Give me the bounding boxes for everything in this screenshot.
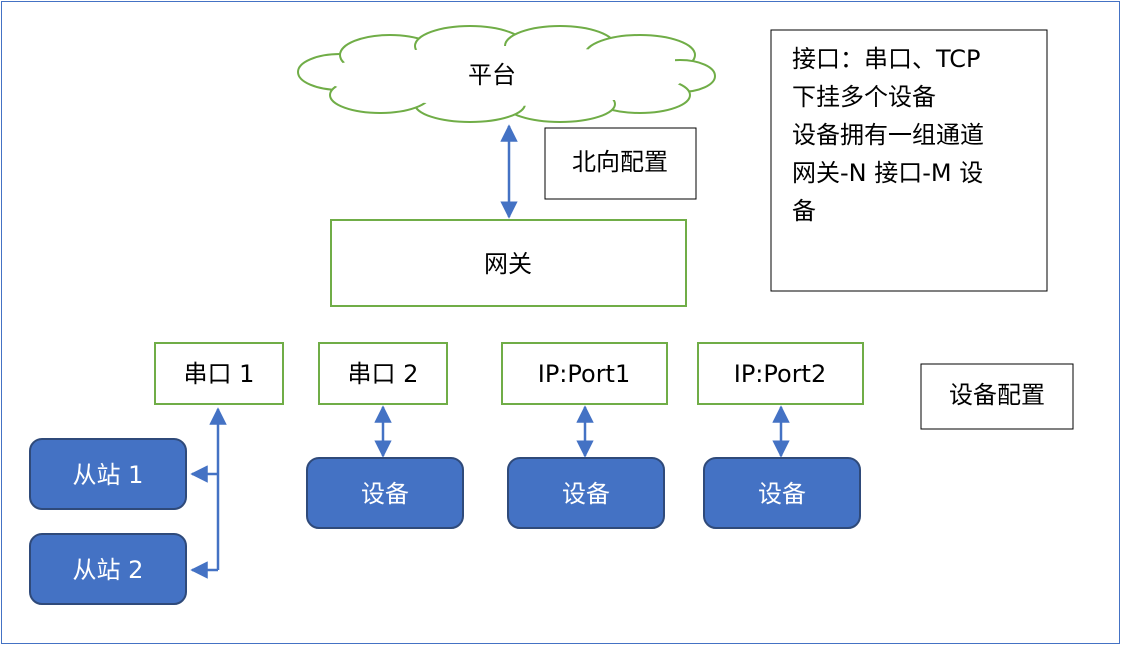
north-config-box: 北向配置 bbox=[544, 127, 697, 200]
interface-label: 串口 2 bbox=[348, 360, 419, 388]
serial1-connector bbox=[190, 407, 227, 579]
device-config-box: 设备配置 bbox=[920, 363, 1074, 430]
device-box: 设备 bbox=[703, 457, 861, 529]
device-label: 设备 bbox=[562, 480, 610, 508]
notes-line: 设备拥有一组通道 bbox=[792, 121, 984, 149]
gateway-label: 网关 bbox=[484, 250, 532, 278]
interface-box: IP:Port2 bbox=[697, 342, 864, 405]
slave-station: 从站 1 bbox=[29, 438, 187, 510]
device-label: 设备 bbox=[361, 480, 409, 508]
device-label: 设备 bbox=[758, 480, 806, 508]
notes-box: 接口：串口、TCP 下挂多个设备 设备拥有一组通道 网关-N 接口-M 设 备 bbox=[770, 29, 1048, 292]
interface-box: IP:Port1 bbox=[501, 342, 668, 405]
interface-box: 串口 1 bbox=[154, 342, 284, 405]
device-box: 设备 bbox=[507, 457, 665, 529]
north-config-label: 北向配置 bbox=[572, 148, 668, 176]
notes-line: 网关-N 接口-M 设 bbox=[792, 159, 983, 187]
interface-label: IP:Port2 bbox=[734, 360, 826, 388]
slave-label: 从站 1 bbox=[73, 461, 144, 489]
gateway-box: 网关 bbox=[330, 219, 687, 307]
platform-cloud: 平台 bbox=[297, 25, 716, 123]
interface-box: 串口 2 bbox=[318, 342, 448, 405]
device-box: 设备 bbox=[306, 457, 464, 529]
device-config-label: 设备配置 bbox=[949, 381, 1045, 409]
notes-line: 接口：串口、TCP bbox=[792, 45, 980, 73]
slave-station: 从站 2 bbox=[29, 533, 187, 605]
interface-label: IP:Port1 bbox=[538, 360, 630, 388]
notes-line: 下挂多个设备 bbox=[792, 83, 936, 111]
interface-label: 串口 1 bbox=[184, 360, 255, 388]
notes-line: 备 bbox=[792, 197, 816, 225]
slave-label: 从站 2 bbox=[73, 556, 144, 584]
platform-label: 平台 bbox=[468, 61, 516, 89]
